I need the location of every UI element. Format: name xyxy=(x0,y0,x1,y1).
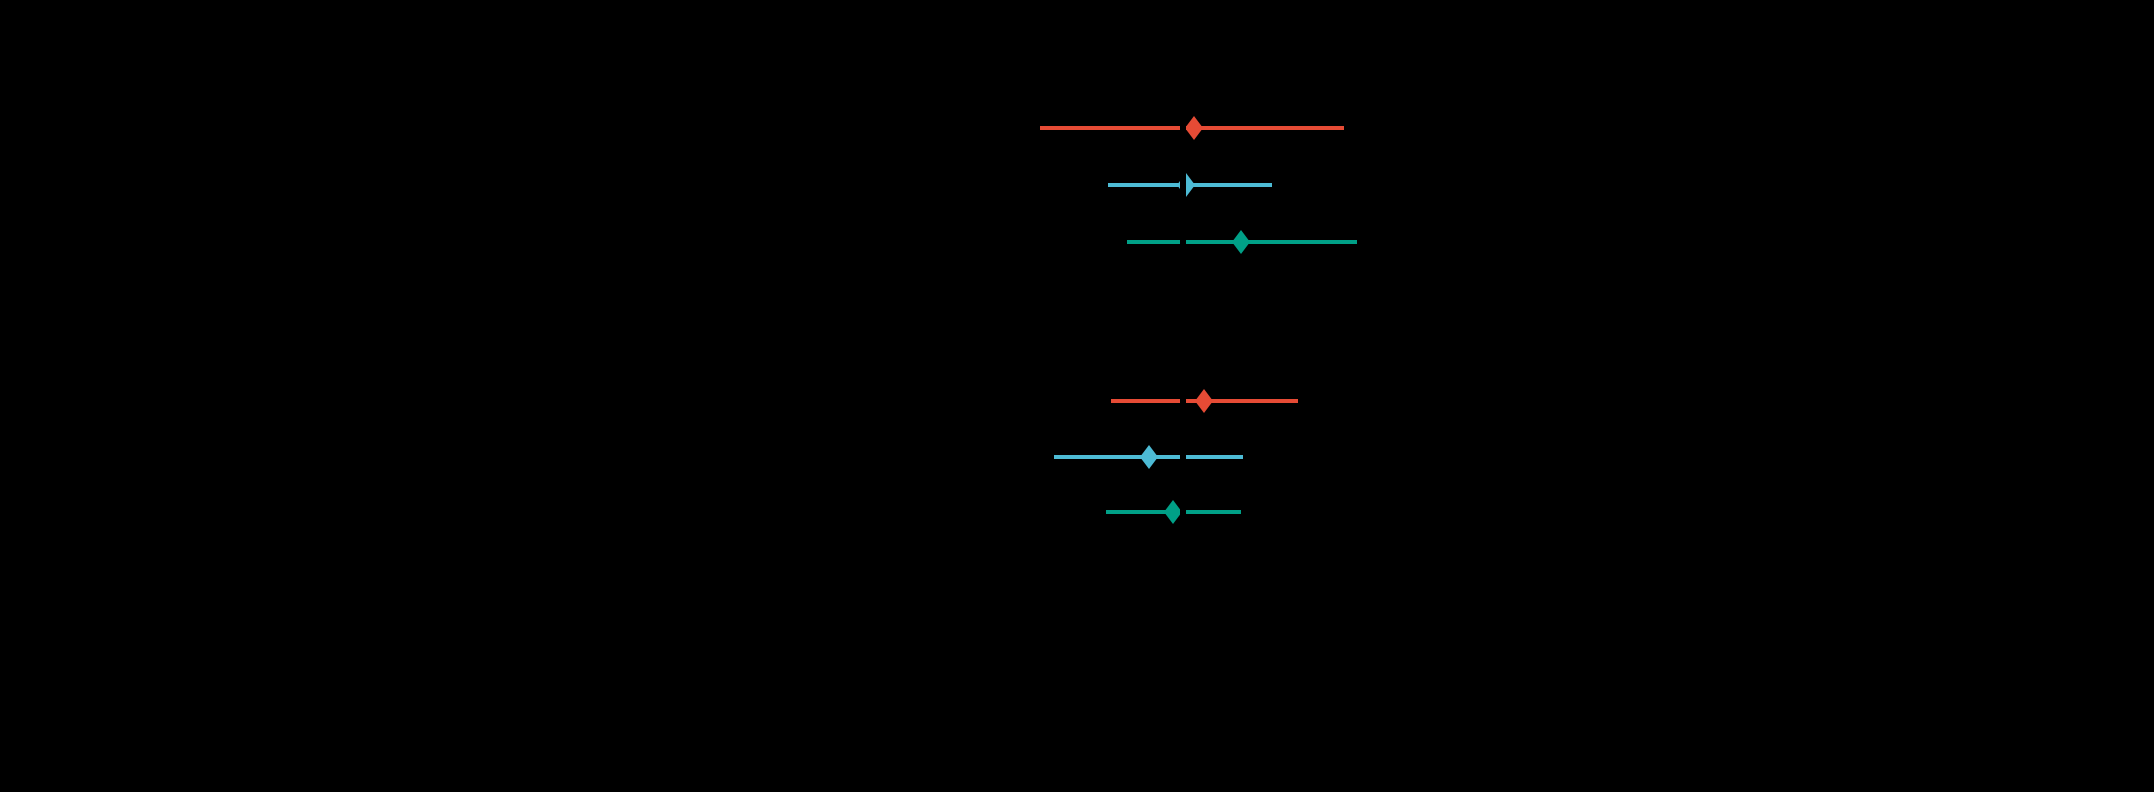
point-marker-group-2-red xyxy=(1195,389,1213,413)
point-marker-group-2-teal xyxy=(1164,500,1182,524)
reference-line xyxy=(1180,70,1186,560)
point-marker-group-1-teal xyxy=(1232,230,1250,254)
point-marker-group-1-red xyxy=(1185,116,1203,140)
point-marker-group-2-blue xyxy=(1140,445,1158,469)
